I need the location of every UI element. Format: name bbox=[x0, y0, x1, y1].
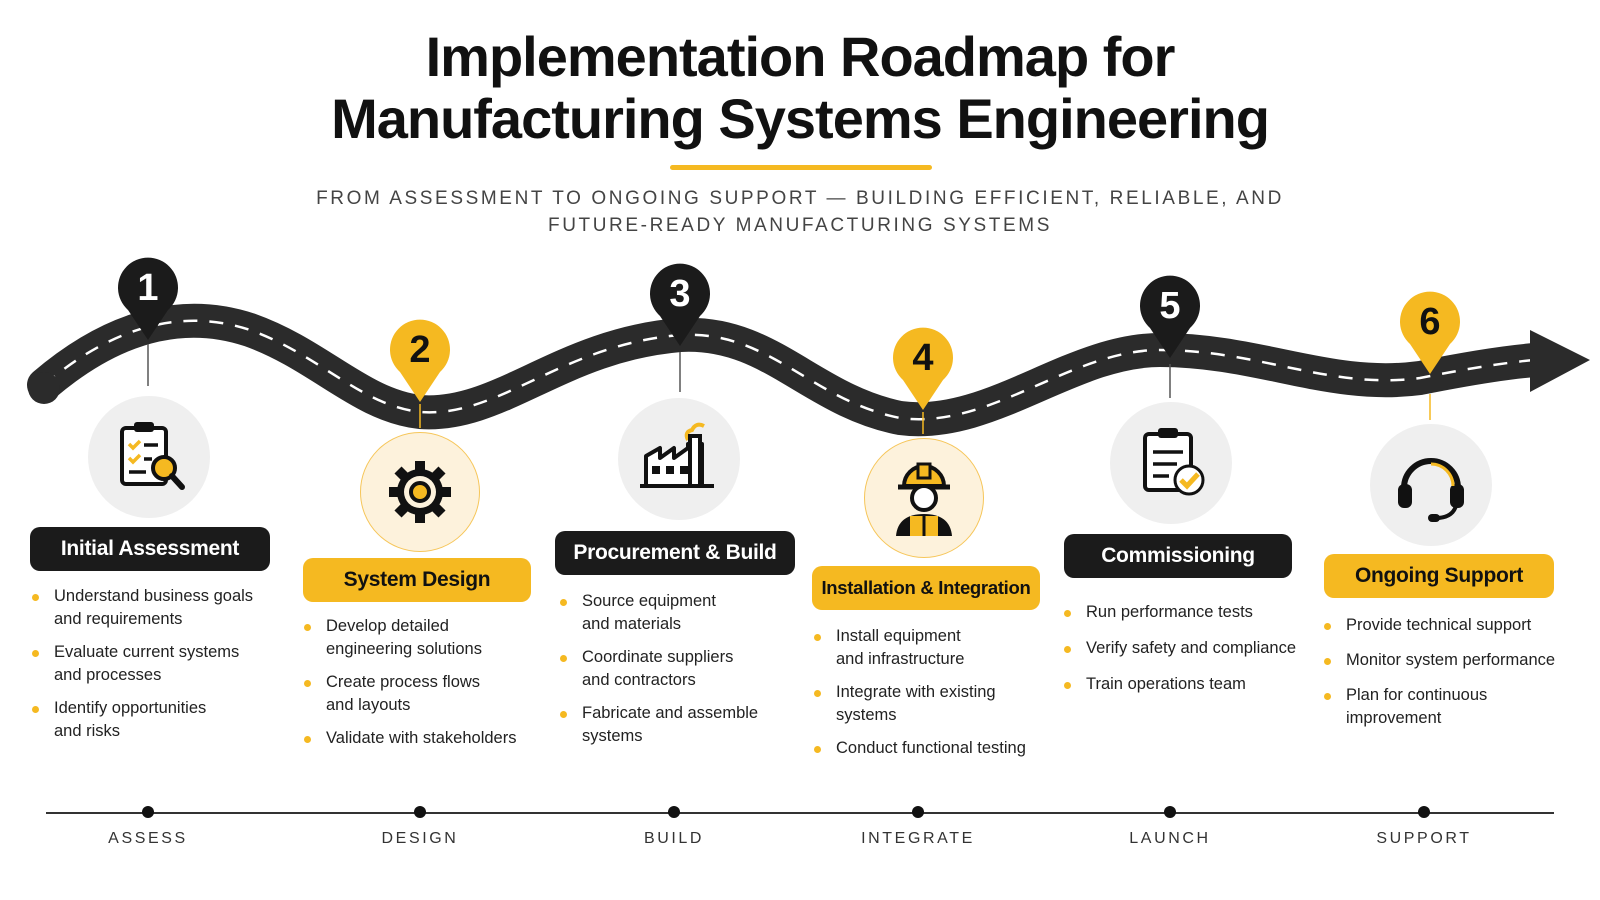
headset-icon bbox=[1398, 458, 1464, 522]
step-2-number: 2 bbox=[409, 329, 431, 371]
timeline-dot-assess bbox=[142, 806, 154, 818]
timeline-label-integrate: INTEGRATE bbox=[861, 830, 975, 847]
road-surface bbox=[27, 303, 1552, 437]
step-5-number: 5 bbox=[1159, 285, 1181, 327]
step-5-icon-circle bbox=[1110, 402, 1232, 524]
title-underline bbox=[670, 165, 932, 170]
step-5-bullet-2: Verify safety and compliance bbox=[1064, 637, 1314, 660]
timeline-dot-integrate bbox=[912, 806, 924, 818]
step-5-bullet-3: Train operations team bbox=[1064, 673, 1314, 696]
step-6-bullet-2: Monitor system performance bbox=[1324, 649, 1584, 672]
step-3-number: 3 bbox=[669, 273, 691, 315]
step-2-pin: 2 bbox=[388, 318, 452, 404]
step-3-pin: 3 bbox=[648, 262, 712, 348]
step-6-pin: 6 bbox=[1398, 290, 1462, 376]
step-1-title: Initial Assessment bbox=[30, 527, 270, 571]
step-6-bullets: Provide technical support Monitor system… bbox=[1324, 614, 1584, 740]
step-4-icon-circle bbox=[864, 438, 984, 558]
phase-timeline bbox=[46, 812, 1554, 814]
step-5-bullets: Run performance tests Verify safety and … bbox=[1064, 601, 1314, 706]
step-4-bullet-3: Conduct functional testing bbox=[814, 737, 1054, 760]
title-line-1: Implementation Roadmap for bbox=[425, 25, 1176, 88]
step-4-number: 4 bbox=[912, 337, 934, 379]
worker-icon bbox=[896, 462, 952, 536]
step-2-icon-circle bbox=[360, 432, 480, 552]
road-arrow-head bbox=[1530, 330, 1590, 392]
timeline-dot-design bbox=[414, 806, 426, 818]
clipboard-check-icon bbox=[1143, 428, 1205, 496]
timeline-dot-support bbox=[1418, 806, 1430, 818]
step-6-icon-circle bbox=[1370, 424, 1492, 546]
step-2-title: System Design bbox=[303, 558, 531, 602]
step-6-number: 6 bbox=[1419, 301, 1441, 343]
timeline-dot-launch bbox=[1164, 806, 1176, 818]
step-1-pin: 1 bbox=[116, 256, 180, 342]
subtitle-line-1: FROM ASSESSMENT TO ONGOING SUPPORT — BUI… bbox=[316, 188, 1284, 209]
title-line-2: Manufacturing Systems Engineering bbox=[331, 87, 1270, 150]
step-1-icon-circle bbox=[88, 396, 210, 518]
step-6-title: Ongoing Support bbox=[1324, 554, 1554, 598]
clipboard-search-icon bbox=[120, 422, 185, 490]
step-5-title: Commissioning bbox=[1064, 534, 1292, 578]
subtitle-line-2: FUTURE-READY MANUFACTURING SYSTEMS bbox=[548, 215, 1052, 236]
page-title: Implementation Roadmap for Manufacturing… bbox=[0, 26, 1600, 150]
road-dashes bbox=[43, 319, 1536, 421]
timeline-dot-build bbox=[668, 806, 680, 818]
step-5-pin: 5 bbox=[1138, 274, 1202, 360]
step-2-bullet-3: Validate with stakeholders bbox=[304, 727, 544, 750]
step-6-bullet-1: Provide technical support bbox=[1324, 614, 1584, 637]
timeline-label-design: DESIGN bbox=[381, 830, 459, 847]
timeline-label-build: BUILD bbox=[643, 830, 705, 847]
step-4-title: Installation & Integration bbox=[812, 566, 1040, 610]
step-3-title: Procurement & Build bbox=[555, 531, 795, 575]
gear-icon bbox=[389, 461, 451, 523]
step-3-icon-circle bbox=[618, 398, 740, 520]
page-subtitle: FROM ASSESSMENT TO ONGOING SUPPORT — BUI… bbox=[300, 185, 1300, 239]
factory-icon bbox=[640, 422, 714, 488]
timeline-label-assess: ASSESS bbox=[108, 830, 188, 847]
step-5-bullet-1: Run performance tests bbox=[1064, 601, 1314, 624]
timeline-label-support: SUPPORT bbox=[1376, 830, 1472, 847]
step-1-number: 1 bbox=[137, 267, 159, 309]
step-4-pin: 4 bbox=[891, 326, 955, 412]
road-start-dot bbox=[28, 372, 60, 404]
timeline-label-launch: LAUNCH bbox=[1129, 830, 1211, 847]
